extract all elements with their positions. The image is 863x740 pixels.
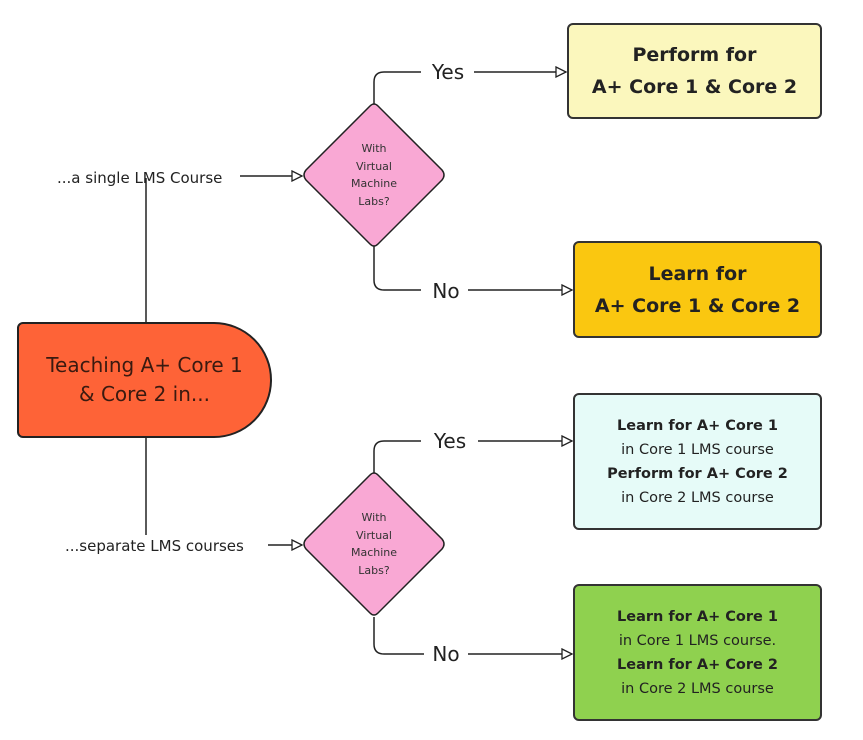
connector-d1-no-a [373, 246, 421, 291]
decision-line: Labs? [358, 194, 390, 208]
path-label-single: ...a single LMS Course [57, 169, 223, 187]
outcome-line-bold: Perform for A+ Core 2 [607, 465, 788, 482]
decision-line: Labs? [358, 563, 390, 577]
outcome-separate-no: Learn for A+ Core 1 in Core 1 LMS course… [573, 584, 822, 721]
outcome-line-bold: Learn for A+ Core 1 [617, 608, 778, 625]
outcome-line-bold: Learn for A+ Core 1 [617, 417, 778, 434]
outcome-line: A+ Core 1 & Core 2 [591, 76, 798, 98]
branch-no-single: No [432, 279, 460, 303]
outcome-line: Perform for [632, 44, 757, 66]
outcome-line: in Core 1 LMS course. [618, 632, 777, 649]
decision-line: Virtual [356, 159, 392, 173]
path-label-separate: ...separate LMS courses [65, 537, 244, 555]
outcome-separate-yes: Learn for A+ Core 1 in Core 1 LMS course… [573, 393, 822, 530]
start-node: Teaching A+ Core 1 & Core 2 in... [17, 322, 272, 438]
decision-line: Virtual [356, 528, 392, 542]
decision-line: Machine [350, 177, 398, 190]
outcome-line: Learn for [648, 262, 747, 285]
decision-diamond-separate [303, 472, 445, 616]
connector-d2-yes-a [373, 440, 421, 473]
branch-yes-single: Yes [431, 60, 465, 84]
start-line-2: & Core 2 in... [79, 382, 210, 406]
connector-d2-no-a [373, 617, 424, 655]
decision-line: With [361, 511, 387, 524]
outcome-line: in Core 2 LMS course [621, 489, 774, 506]
start-line-1: Teaching A+ Core 1 [46, 353, 243, 377]
decision-line: With [361, 142, 387, 155]
outcome-line: A+ Core 1 & Core 2 [594, 294, 801, 317]
outcome-line: in Core 2 LMS course [621, 680, 774, 697]
branch-no-separate: No [432, 642, 460, 666]
outcome-single-no: Learn for A+ Core 1 & Core 2 [573, 241, 822, 338]
branch-yes-separate: Yes [433, 429, 467, 453]
connector-d1-yes-a [373, 71, 421, 104]
decision-text-separate: With Virtual Machine Labs? [334, 509, 414, 579]
decision-line: Machine [350, 546, 398, 559]
decision-text-single: With Virtual Machine Labs? [334, 140, 414, 210]
outcome-single-yes: Perform for A+ Core 1 & Core 2 [567, 23, 822, 119]
outcome-line-bold: Learn for A+ Core 2 [617, 656, 778, 673]
decision-diamond-single [303, 103, 445, 247]
outcome-line: in Core 1 LMS course [621, 441, 774, 458]
